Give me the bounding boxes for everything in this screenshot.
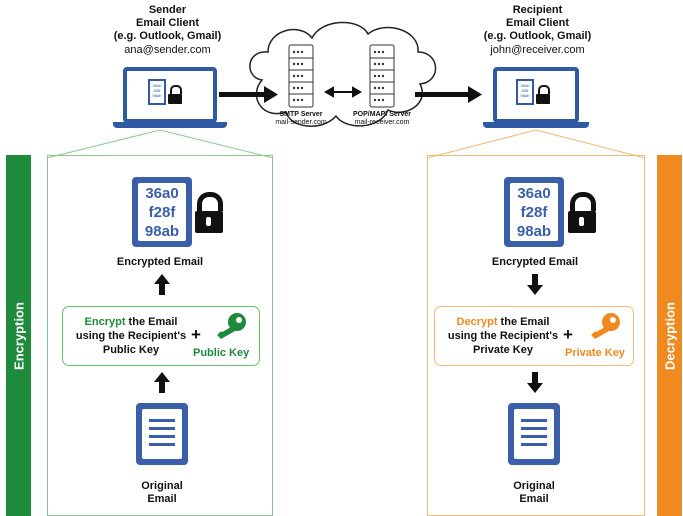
public-key-label: Public Key xyxy=(193,347,250,359)
recipient-funnel-line xyxy=(426,129,646,159)
decrypt-original-email-line2: Email xyxy=(519,493,549,505)
recipient-heading: Recipient xyxy=(512,4,563,16)
sender-address: ana@sender.com xyxy=(124,44,211,56)
pop-server-label: POP/MAPI Server xyxy=(353,111,411,118)
decryption-sidebar-label: Decryption xyxy=(662,301,677,370)
encrypt-action-rest: the Email xyxy=(125,316,178,328)
pop-server-host: mail-receiver.com xyxy=(354,119,410,126)
up-arrow-icon-2 xyxy=(154,372,170,382)
recipient-client-label: Email Client xyxy=(506,17,569,29)
private-key-label: Private Key xyxy=(565,347,625,359)
encrypt-plus-sign: + xyxy=(191,325,201,344)
network-diagram xyxy=(46,21,646,159)
encryption-sidebar: Encryption xyxy=(6,155,31,516)
decryption-sidebar: Decryption xyxy=(657,155,682,516)
recipient-laptop-lock-icon xyxy=(536,85,550,104)
up-arrow-icon xyxy=(154,274,170,284)
encrypt-action-line3: Public Key xyxy=(102,344,160,356)
sender-client-example: (e.g. Outlook, Gmail) xyxy=(113,30,222,42)
recipient-client-example: (e.g. Outlook, Gmail) xyxy=(483,30,592,42)
decrypt-original-email-line1: Original xyxy=(513,480,555,492)
pop-to-recipient-arrow xyxy=(415,86,482,103)
recipient-header: Recipient Email Client (e.g. Outlook, Gm… xyxy=(450,4,625,43)
decrypt-action-word: Decrypt xyxy=(456,316,498,328)
sender-client-label: Email Client xyxy=(136,17,199,29)
sender-header: Sender Email Client (e.g. Outlook, Gmail… xyxy=(80,4,255,43)
decrypt-hex-line-1: 36a0 xyxy=(517,185,551,202)
recipient-address: john@receiver.com xyxy=(490,44,585,56)
down-arrow-icon-2 xyxy=(527,383,543,393)
encrypt-action-box: Encrypt the Email using the Recipient's … xyxy=(62,306,260,366)
hex-line-3: 98ab xyxy=(144,223,180,240)
down-arrow-icon xyxy=(527,285,543,295)
public-key-icon xyxy=(217,313,246,339)
decrypt-action-line3: Private Key xyxy=(473,344,533,356)
decrypt-hex-line-2: f28f xyxy=(520,204,548,221)
decrypt-action-line2: using the Recipient's xyxy=(447,330,559,342)
decrypt-original-document-icon xyxy=(508,403,560,465)
server-link-arrow xyxy=(323,86,363,98)
hex-line-1: 36a0 xyxy=(145,185,179,202)
encrypt-action-line2: using the Recipient's xyxy=(75,330,187,342)
sender-to-smtp-arrow xyxy=(219,86,278,103)
lock-icon xyxy=(195,192,223,233)
decrypt-encrypted-document-icon: 36a0 f28f 98ab xyxy=(504,177,564,247)
decrypt-action-rest: the Email xyxy=(497,316,550,328)
original-email-line1: Original xyxy=(141,480,183,492)
smtp-server-host: mail-sender.com xyxy=(275,119,327,126)
sender-laptop-lock-icon xyxy=(168,85,182,104)
decrypt-lock-icon xyxy=(568,192,596,233)
encryption-sidebar-label: Encryption xyxy=(11,301,26,370)
hex-line-2: f28f xyxy=(148,204,176,221)
decrypt-encrypted-email-label: Encrypted Email xyxy=(491,256,579,268)
decrypt-action-box: Decrypt the Email using the Recipient's … xyxy=(434,306,634,366)
private-key-icon xyxy=(591,313,620,339)
decrypt-plus-sign: + xyxy=(563,325,573,344)
sender-heading: Sender xyxy=(148,4,187,16)
decrypt-hex-line-3: 98ab xyxy=(516,223,552,240)
sender-funnel-line xyxy=(46,129,274,159)
encrypt-action-word: Encrypt xyxy=(84,316,126,328)
original-email-label: Original Email xyxy=(110,480,214,506)
encrypted-document-icon: 36a0 f28f 98ab xyxy=(132,177,192,247)
original-document-icon xyxy=(136,403,188,465)
smtp-server-label: SMTP Server xyxy=(279,111,323,118)
decrypt-original-email-label: Original Email xyxy=(482,480,586,506)
original-email-line2: Email xyxy=(147,493,177,505)
encrypted-email-label: Encrypted Email xyxy=(116,256,204,268)
